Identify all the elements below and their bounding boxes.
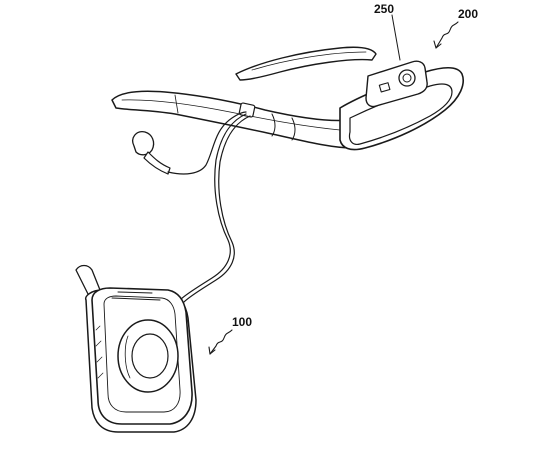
camera-ref-label: 250 — [374, 2, 394, 16]
data-cable — [179, 113, 247, 301]
camera-leader-line — [391, 14, 401, 61]
camera-module — [365, 60, 428, 108]
earphone-wire — [167, 111, 247, 175]
glasses-leader-squiggle — [435, 21, 459, 49]
cable-connector — [238, 102, 256, 118]
earphone-assembly — [132, 111, 251, 303]
portable-terminal — [75, 264, 197, 433]
phone-ref-label: 100 — [232, 315, 252, 329]
head-mounted-display — [111, 14, 464, 151]
rear-temple-arm — [235, 46, 377, 81]
phone-leader-squiggle — [209, 329, 233, 355]
earbud-icon — [132, 131, 155, 156]
glasses-ref-label: 200 — [458, 7, 478, 21]
camera-sensor-icon — [378, 82, 391, 93]
external-display-lens — [131, 333, 169, 379]
